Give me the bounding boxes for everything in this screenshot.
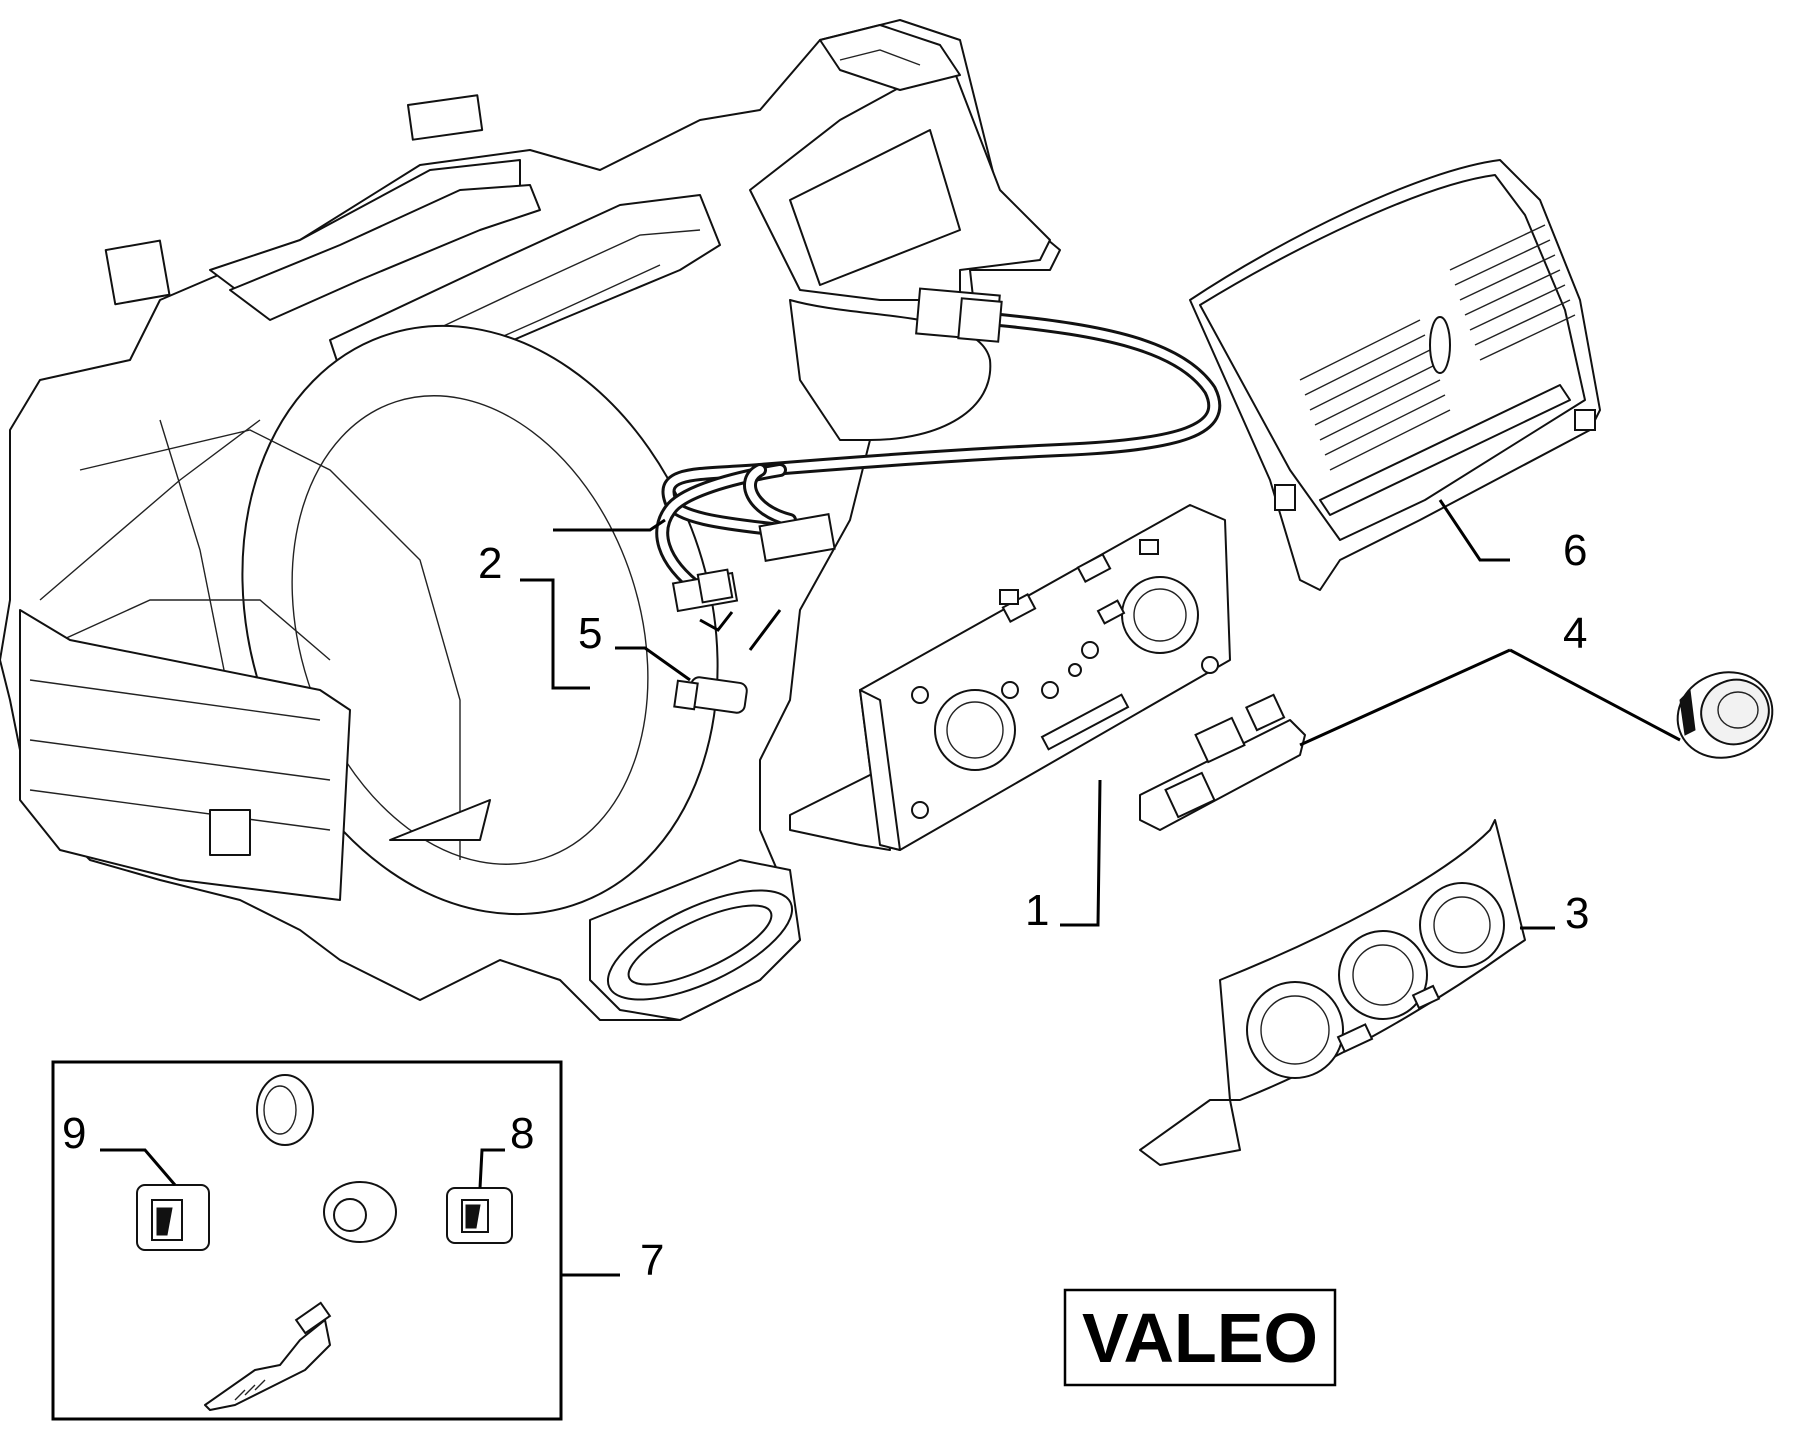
leader-8 <box>478 1148 505 1189</box>
kit-screw <box>204 1301 332 1411</box>
leader-5 <box>615 646 691 682</box>
control-panel-frame <box>789 504 1231 851</box>
callout-8: 8 <box>510 1109 534 1158</box>
brand-box: VALEO <box>1063 1288 1337 1387</box>
callout-3: 3 <box>1565 889 1589 938</box>
leader-6 <box>1438 499 1510 562</box>
kit-grommet <box>323 1181 397 1243</box>
callout-1: 1 <box>1025 886 1049 935</box>
leader-1 <box>1060 779 1102 927</box>
wiring-harness <box>655 287 1222 613</box>
callout-4: 4 <box>1563 609 1587 658</box>
callout-7: 7 <box>640 1236 664 1285</box>
clip-9-part <box>136 1184 210 1251</box>
front-control-panel <box>1139 819 1526 1166</box>
leader-lines <box>100 499 1681 1277</box>
kit-cap <box>256 1074 314 1146</box>
knob-part <box>1676 671 1774 759</box>
callout-9: 9 <box>62 1109 86 1158</box>
callout-2: 2 <box>478 539 502 588</box>
heater-housing <box>0 19 1061 1021</box>
callout-labels: 1 2 3 4 5 6 7 8 9 <box>62 526 1589 1285</box>
brand-label: VALEO <box>1082 1299 1318 1377</box>
leader-2 <box>520 578 590 690</box>
leader-4 <box>1299 648 1511 747</box>
clip-8-part <box>446 1187 513 1244</box>
vent-bezel <box>1189 159 1601 591</box>
small-parts-kit <box>51 1060 563 1421</box>
callout-5: 5 <box>578 609 602 658</box>
slider-control <box>1139 693 1306 831</box>
leader-9 <box>100 1148 177 1186</box>
callout-6: 6 <box>1563 526 1587 575</box>
bulb-part <box>673 676 748 714</box>
